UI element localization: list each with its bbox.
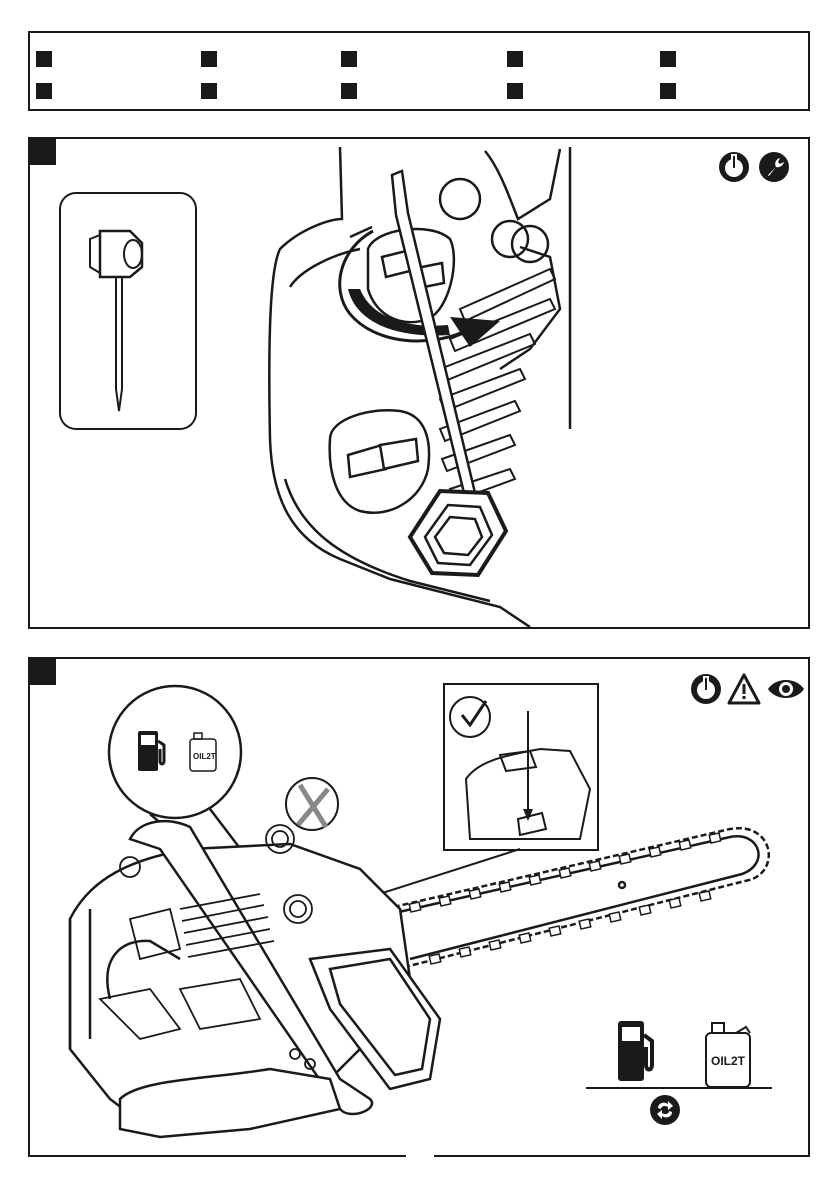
spark-plug-illustration [30,139,808,627]
wrench-icon [759,152,789,182]
oil-label: OIL2T [193,752,216,761]
legend-marker [341,83,357,99]
tool-inset [60,193,196,429]
chainsaw-illustration: OIL2T [30,659,808,1155]
recycle-icon [650,1095,680,1125]
fuel-pump-icon [618,1021,652,1081]
legend-marker [341,51,357,67]
legend-marker [36,83,52,99]
warning-icon [729,675,759,703]
legend-marker [660,51,676,67]
panel-spark-plug-check: OIL2T [28,657,810,1157]
legend-marker [201,51,217,67]
legend-marker [36,51,52,67]
eye-icon [768,680,804,698]
fuel-pump-icon [138,731,164,771]
oil-label: OIL2T [711,1054,746,1068]
panel-spark-plug-removal [28,137,810,629]
legend-box [28,31,810,111]
legend-marker [201,83,217,99]
power-icon [719,152,749,182]
legend-marker [507,51,523,67]
power-icon [691,674,721,704]
legend-marker [660,83,676,99]
legend-marker [507,83,523,99]
oil-can-icon: OIL2T [190,733,216,771]
page-number-gap [406,1152,434,1162]
oil-can-icon: OIL2T [706,1023,750,1087]
